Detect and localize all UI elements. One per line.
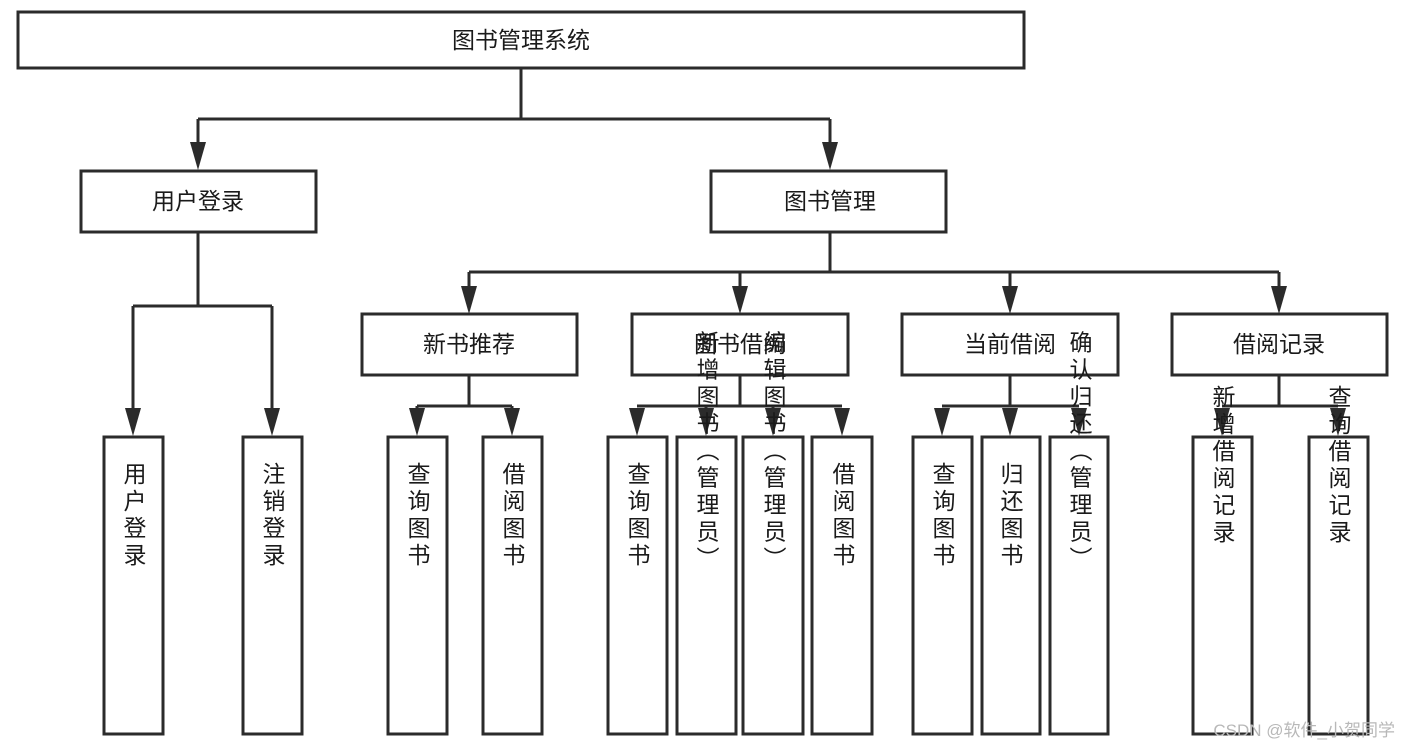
leaf-current-borrow-return-box bbox=[980, 435, 1042, 736]
arrow-head-bookborrow-leaf-2 bbox=[698, 408, 714, 436]
arrow-head-leaf-logout bbox=[264, 408, 280, 436]
leaf-new-book-borrow-box bbox=[481, 435, 544, 736]
leaf-user-login-login[interactable]: 用户登录 bbox=[102, 435, 165, 736]
node-user-login-box bbox=[79, 169, 318, 234]
leaf-book-borrow-edit[interactable]: 编辑图书（管理员） bbox=[741, 331, 805, 736]
node-book-management-label: 图书管理 bbox=[784, 188, 876, 214]
leaf-current-borrow-return[interactable]: 归还图书 bbox=[980, 435, 1042, 736]
node-root-box bbox=[16, 10, 1026, 70]
leaf-book-borrow-add[interactable]: 新增图书（管理员） bbox=[675, 331, 738, 736]
connector-group bbox=[125, 68, 1346, 436]
node-user-login[interactable]: 用户登录 bbox=[79, 169, 318, 234]
arrow-head-book-mgmt bbox=[822, 142, 838, 170]
leaf-book-borrow-add-label: 新增图书（管理员） bbox=[693, 331, 720, 574]
node-root[interactable]: 图书管理系统 bbox=[16, 10, 1026, 70]
arrow-head-borrow-record bbox=[1271, 286, 1287, 314]
arrow-head-newbook-leaf-2 bbox=[504, 408, 520, 436]
node-borrow-record[interactable]: 借阅记录 bbox=[1170, 312, 1389, 377]
leaf-book-borrow-borrow-label: 借阅图书 bbox=[829, 462, 856, 570]
arrow-head-currentborrow-leaf-2 bbox=[1002, 408, 1018, 436]
leaf-book-borrow-edit-box bbox=[741, 435, 805, 736]
arrow-head-user-login bbox=[190, 142, 206, 170]
csdn-watermark: CSDN @软件_小贺同学 bbox=[1213, 721, 1395, 740]
leaf-new-book-borrow[interactable]: 借阅图书 bbox=[481, 435, 544, 736]
node-current-borrow[interactable]: 当前借阅 bbox=[900, 312, 1120, 377]
leaf-current-borrow-confirm-label: 确认归还（管理员） bbox=[1066, 331, 1093, 574]
arrow-head-leaf-user-login bbox=[125, 408, 141, 436]
leaf-new-book-query[interactable]: 查询图书 bbox=[386, 435, 449, 736]
leaf-borrow-record-query-box bbox=[1307, 435, 1370, 736]
node-borrow-record-label: 借阅记录 bbox=[1233, 331, 1325, 357]
leaf-user-login-logout[interactable]: 注销登录 bbox=[241, 435, 304, 736]
arrow-head-currentborrow-leaf-1 bbox=[934, 408, 950, 436]
arrow-head-new-book-recommend bbox=[461, 286, 477, 314]
leaf-borrow-record-add-label: 新增借阅记录 bbox=[1209, 385, 1236, 547]
arrow-head-bookborrow-leaf-4 bbox=[834, 408, 850, 436]
leaf-borrow-record-add[interactable]: 新增借阅记录 bbox=[1191, 385, 1254, 736]
leaf-user-login-logout-label: 注销登录 bbox=[259, 462, 286, 570]
leaf-current-borrow-return-label: 归还图书 bbox=[997, 462, 1024, 570]
arrow-head-borrowrecord-leaf-1 bbox=[1214, 408, 1230, 436]
node-book-management[interactable]: 图书管理 bbox=[709, 169, 948, 234]
arrow-head-book-borrow bbox=[732, 286, 748, 314]
leaf-borrow-record-query[interactable]: 查询借阅记录 bbox=[1307, 385, 1370, 736]
leaf-user-login-login-label: 用户登录 bbox=[120, 462, 147, 570]
leaf-book-borrow-borrow-box bbox=[810, 435, 874, 736]
leaf-borrow-record-query-label: 查询借阅记录 bbox=[1325, 385, 1352, 547]
leaf-current-borrow-query-box bbox=[911, 435, 974, 736]
node-new-book-recommend-label: 新书推荐 bbox=[423, 331, 515, 357]
leaf-book-borrow-edit-label: 编辑图书（管理员） bbox=[760, 331, 787, 574]
node-book-management-box bbox=[709, 169, 948, 234]
node-current-borrow-label: 当前借阅 bbox=[964, 331, 1056, 357]
node-new-book-recommend[interactable]: 新书推荐 bbox=[360, 312, 579, 377]
node-borrow-record-box bbox=[1170, 312, 1389, 377]
node-root-label: 图书管理系统 bbox=[452, 27, 590, 53]
leaf-user-login-login-box bbox=[102, 435, 165, 736]
node-user-login-label: 用户登录 bbox=[152, 188, 244, 214]
leaf-new-book-query-label: 查询图书 bbox=[404, 462, 431, 570]
leaf-book-borrow-borrow[interactable]: 借阅图书 bbox=[810, 435, 874, 736]
leaf-current-borrow-confirm[interactable]: 确认归还（管理员） bbox=[1048, 331, 1110, 736]
leaf-new-book-query-box bbox=[386, 435, 449, 736]
leaf-user-login-logout-box bbox=[241, 435, 304, 736]
leaf-book-borrow-query-label: 查询图书 bbox=[624, 462, 651, 570]
node-book-borrow-label: 图书借阅 bbox=[694, 331, 786, 357]
arrow-head-bookborrow-leaf-3 bbox=[765, 408, 781, 436]
node-new-book-recommend-box bbox=[360, 312, 579, 377]
leaf-current-borrow-query-label: 查询图书 bbox=[929, 462, 956, 570]
node-book-borrow[interactable]: 图书借阅 bbox=[630, 312, 850, 377]
leaf-current-borrow-query[interactable]: 查询图书 bbox=[911, 435, 974, 736]
leaf-book-borrow-query[interactable]: 查询图书 bbox=[606, 435, 669, 736]
leaf-book-borrow-add-box bbox=[675, 435, 738, 736]
arrow-head-borrowrecord-leaf-2 bbox=[1330, 408, 1346, 436]
leaf-book-borrow-query-box bbox=[606, 435, 669, 736]
leaf-borrow-record-add-box bbox=[1191, 435, 1254, 736]
leaf-new-book-borrow-label: 借阅图书 bbox=[499, 462, 526, 570]
arrow-head-currentborrow-leaf-3 bbox=[1071, 408, 1087, 436]
leaf-current-borrow-confirm-box bbox=[1048, 435, 1110, 736]
node-current-borrow-box bbox=[900, 312, 1120, 377]
arrow-head-newbook-leaf-1 bbox=[409, 408, 425, 436]
arrow-head-bookborrow-leaf-1 bbox=[629, 408, 645, 436]
arrow-head-current-borrow bbox=[1002, 286, 1018, 314]
node-book-borrow-box bbox=[630, 312, 850, 377]
